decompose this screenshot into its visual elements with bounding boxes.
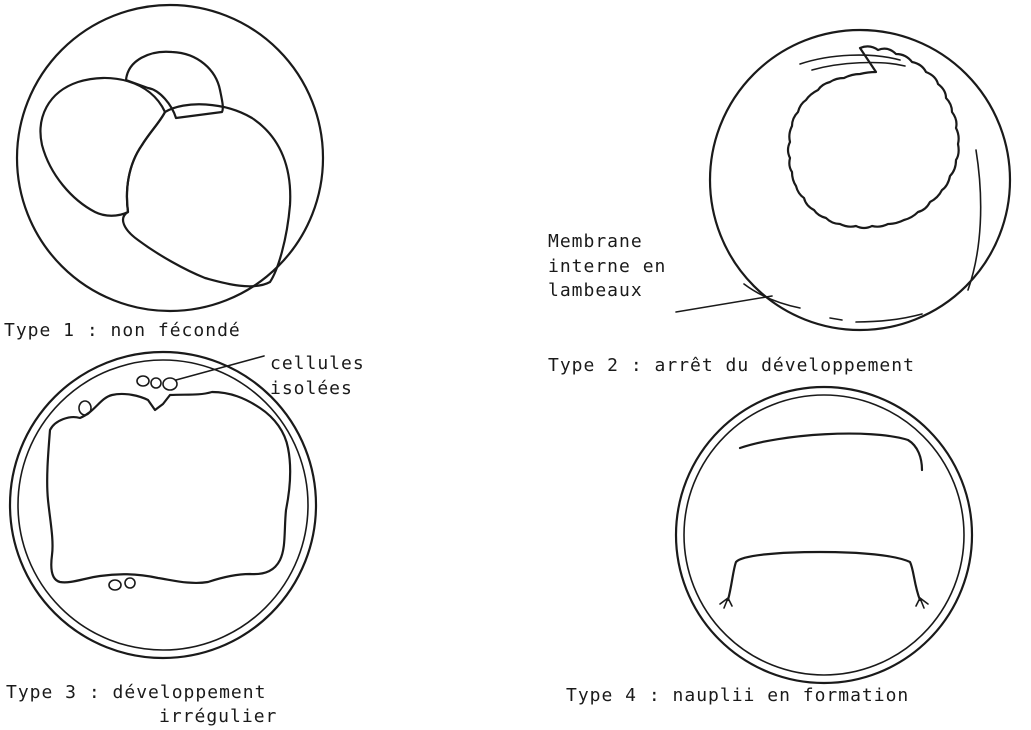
- nauplius-body: [740, 434, 922, 470]
- membrane-fragment-top-2: [812, 63, 905, 70]
- annotation-leader-line: [676, 296, 772, 312]
- panel-type-3: cellules isolées Type 3 : développement …: [6, 352, 377, 727]
- isolated-cell: [79, 401, 91, 415]
- panel-type-1: Type 1 : non fécondé: [4, 5, 323, 341]
- caption-type-1: Type 1 : non fécondé: [4, 320, 241, 341]
- isolated-cell: [163, 378, 177, 390]
- egg-outer-shell: [676, 387, 972, 683]
- egg-inner-shell: [684, 395, 964, 675]
- annotation-leader-line: [176, 356, 264, 380]
- panel-type-4: Type 4 : nauplii en formation: [566, 387, 972, 706]
- isolated-cell: [109, 580, 121, 590]
- isolated-cell: [137, 376, 149, 386]
- membrane-fragment-bottom: [830, 318, 842, 320]
- nauplius-appendage-right: [916, 598, 928, 608]
- inner-membrane-wavy: [788, 46, 959, 228]
- caption-type-2: Type 2 : arrêt du développement: [548, 355, 915, 376]
- irregular-embryo-mass: [47, 392, 290, 583]
- nauplius-body-lower: [728, 552, 920, 600]
- annotation-isolated-cells: cellules isolées: [270, 353, 377, 399]
- caption-type-4: Type 4 : nauplii en formation: [566, 685, 909, 706]
- panel-type-2: Membrane interne en lambeaux Type 2 : ar…: [548, 30, 1010, 376]
- annotation-membrane: Membrane interne en lambeaux: [548, 231, 678, 301]
- caption-type-3: Type 3 : développement irrégulier: [6, 682, 278, 727]
- left-cell-blob: [41, 78, 166, 216]
- right-cell-blob: [123, 104, 290, 286]
- membrane-fragment-right: [968, 150, 981, 290]
- isolated-cell: [125, 578, 135, 588]
- nauplius-appendage-left: [720, 598, 732, 608]
- isolated-cell: [151, 378, 161, 388]
